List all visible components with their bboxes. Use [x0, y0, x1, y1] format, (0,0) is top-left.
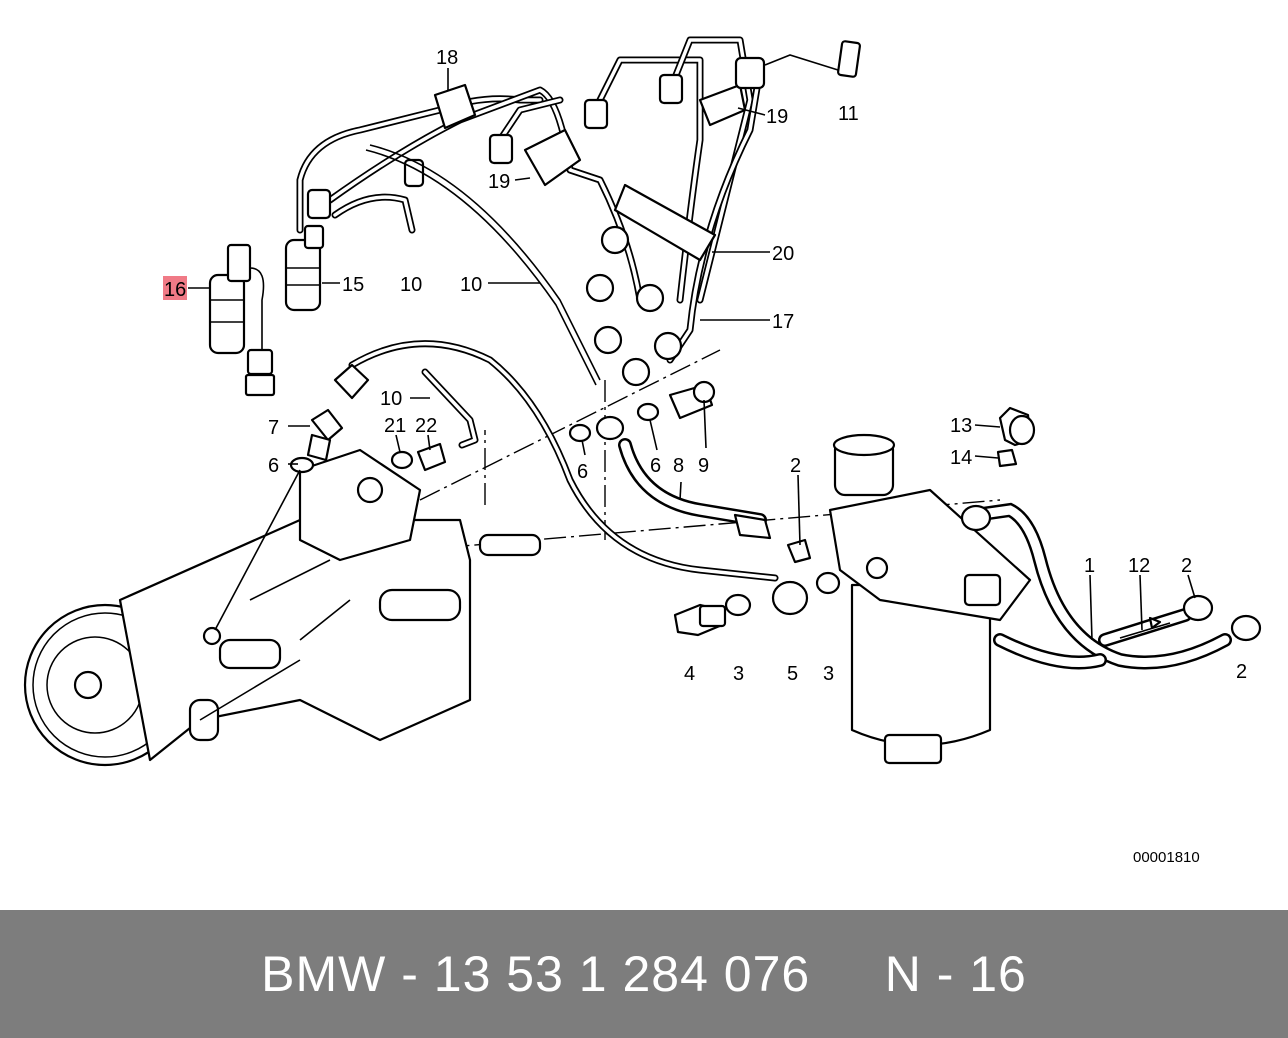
- label-18: 18: [436, 47, 458, 69]
- label-9: 9: [698, 455, 709, 477]
- label-20: 20: [772, 243, 794, 265]
- label-10: 10: [460, 274, 482, 296]
- leak-off-hoses: [331, 144, 601, 449]
- grommet-and-nut: [996, 406, 1036, 468]
- label-11: 11: [838, 103, 859, 125]
- label-1: 1: [1084, 555, 1095, 577]
- label-16: 16: [164, 279, 186, 301]
- sleeve-11: [837, 40, 861, 78]
- part-info-footer: BMW - 13 53 1 284 076 N - 16: [0, 910, 1288, 1038]
- label-15: 15: [342, 274, 364, 296]
- label-5: 5: [787, 663, 798, 685]
- hose-1: [960, 502, 1232, 670]
- label-14: 14: [950, 447, 972, 469]
- parts-diagram: 1 2 2 2 3 3 4 5 6 6 6 7 8 9 10 10 10 11 …: [23, 36, 1262, 866]
- injection-lines: [296, 36, 766, 387]
- fuel-line: [214, 340, 779, 631]
- label-10: 10: [380, 388, 402, 410]
- footer-text: BMW - 13 53 1 284 076 N - 16: [261, 946, 1027, 1002]
- label-3: 3: [823, 663, 834, 685]
- small-parts: [390, 380, 716, 472]
- label-6: 6: [268, 455, 279, 477]
- fuel-filter: [828, 433, 1032, 765]
- label-21: 21: [384, 415, 406, 437]
- label-17: 17: [772, 311, 794, 333]
- label-6: 6: [650, 455, 661, 477]
- brand-name: BMW: [261, 946, 387, 1002]
- label-13: 13: [950, 415, 972, 437]
- label-8: 8: [673, 455, 684, 477]
- label-6: 6: [577, 461, 588, 483]
- hose-12: [1098, 608, 1192, 647]
- label-19: 19: [766, 106, 788, 128]
- label-4: 4: [684, 663, 695, 685]
- drawing-number: 00001810: [1133, 849, 1200, 866]
- label-19: 19: [488, 171, 510, 193]
- label-2: 2: [790, 455, 801, 477]
- diagram-position: N - 16: [884, 946, 1027, 1002]
- leader-lines: [188, 54, 1196, 641]
- banjo-bolt-assembly: [673, 571, 841, 637]
- injector-15: [284, 224, 325, 312]
- part-number: 13 53 1 284 076: [433, 946, 811, 1002]
- clamps: [1182, 594, 1262, 642]
- part-labels: 1 2 2 2 3 3 4 5 6 6 6 7 8 9 10 10 10 11 …: [164, 47, 1247, 866]
- highlight-16-badge: [163, 276, 187, 300]
- label-2: 2: [1236, 661, 1247, 683]
- label-12: 12: [1128, 555, 1150, 577]
- injection-pump: [23, 448, 542, 767]
- label-3: 3: [733, 663, 744, 685]
- label-22: 22: [415, 415, 437, 437]
- label-10: 10: [400, 274, 422, 296]
- label-7: 7: [268, 417, 279, 439]
- injector-16: [208, 243, 276, 397]
- hose-8: [618, 438, 812, 564]
- label-2: 2: [1181, 555, 1192, 577]
